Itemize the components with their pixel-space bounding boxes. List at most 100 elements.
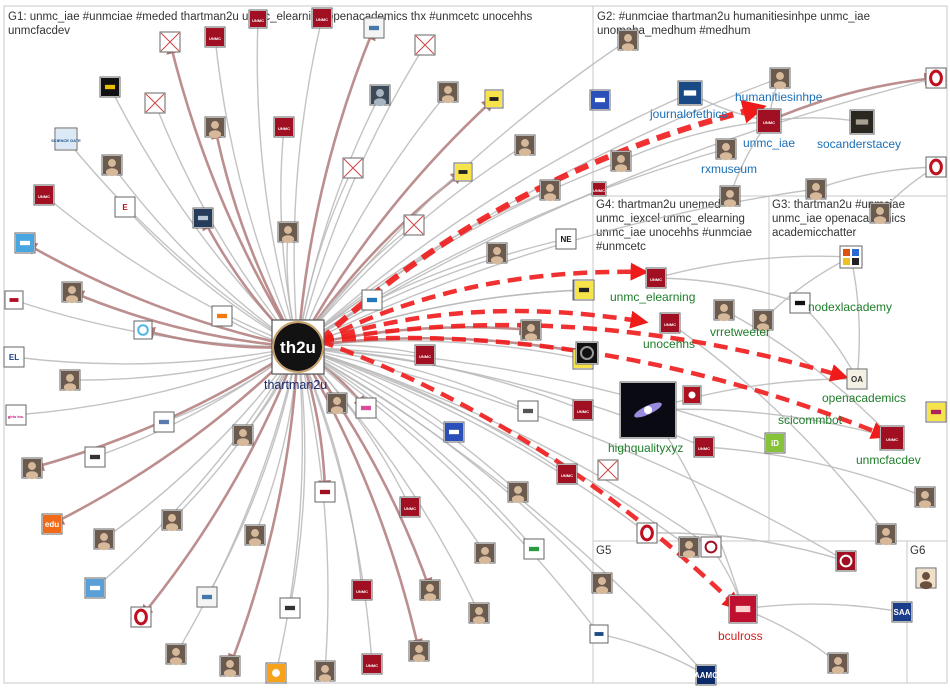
- node-photo[interactable]: [828, 653, 848, 674]
- node-photo[interactable]: [22, 458, 42, 479]
- node-unmc[interactable]: UNMC: [415, 345, 435, 365]
- node-photo[interactable]: [469, 603, 489, 624]
- node-bluebox[interactable]: [154, 412, 174, 432]
- node-shape[interactable]: [280, 598, 300, 618]
- node-unmc[interactable]: UNMC: [274, 117, 294, 137]
- node-photo[interactable]: [438, 82, 458, 103]
- node-photo2[interactable]: [370, 85, 390, 106]
- node-photo[interactable]: [166, 644, 186, 665]
- node-unmc[interactable]: UNMC: [660, 313, 680, 333]
- node-id[interactable]: iD: [765, 433, 785, 453]
- node-yellow[interactable]: [574, 280, 594, 300]
- node-unmc[interactable]: UNMC: [312, 8, 332, 28]
- node-unmc[interactable]: UNMC: [694, 437, 714, 457]
- node-seal[interactable]: [701, 537, 721, 557]
- node-a[interactable]: [790, 293, 810, 313]
- node-unmc[interactable]: UNMC: [646, 268, 666, 288]
- node-x[interactable]: [160, 32, 180, 52]
- node-face[interactable]: [916, 568, 936, 589]
- node-shield[interactable]: [315, 482, 335, 502]
- node-photo[interactable]: [94, 529, 114, 550]
- node-photo[interactable]: [720, 186, 740, 207]
- node-photo[interactable]: [876, 524, 896, 545]
- node-o[interactable]: [637, 523, 657, 543]
- node-bird[interactable]: [524, 539, 544, 559]
- node-photo[interactable]: [278, 222, 298, 243]
- node-x[interactable]: [415, 35, 435, 55]
- node-galaxy[interactable]: [620, 382, 676, 438]
- node-unmc[interactable]: UNMC: [573, 400, 593, 420]
- node-orange[interactable]: [212, 306, 232, 326]
- node-circle[interactable]: [134, 321, 152, 339]
- node-yellow[interactable]: [454, 163, 472, 181]
- node-edu[interactable]: edu: [42, 514, 62, 534]
- node-photo[interactable]: [409, 641, 429, 662]
- node-flower[interactable]: [683, 386, 701, 404]
- node-x[interactable]: [404, 215, 424, 235]
- node-wave[interactable]: [362, 290, 382, 310]
- node-saa[interactable]: SAA: [892, 602, 912, 622]
- node-banner[interactable]: [193, 208, 213, 228]
- node-doc[interactable]: [364, 18, 384, 38]
- node-photo[interactable]: [806, 179, 826, 200]
- node-photo[interactable]: [515, 135, 535, 156]
- node-photo[interactable]: [245, 525, 265, 546]
- node-science[interactable]: SCIENCE GATE: [51, 128, 81, 150]
- node-star[interactable]: [356, 398, 376, 418]
- node-blue[interactable]: [590, 90, 610, 110]
- node-photo[interactable]: [508, 482, 528, 503]
- node-name[interactable]: [590, 625, 608, 643]
- node-photo[interactable]: [475, 543, 495, 564]
- node-photo[interactable]: [162, 510, 182, 531]
- node-photo[interactable]: [592, 573, 612, 594]
- node-photo[interactable]: [315, 661, 335, 682]
- node-unmc[interactable]: UNMC: [400, 497, 420, 517]
- node-cart[interactable]: [926, 402, 946, 422]
- node-aamc[interactable]: AAMC: [694, 665, 718, 685]
- node-person[interactable]: [85, 447, 105, 467]
- node-oa[interactable]: OA: [847, 369, 867, 389]
- node-sketch[interactable]: [518, 401, 538, 421]
- node-photo[interactable]: [420, 580, 440, 601]
- node-e[interactable]: E: [115, 197, 135, 217]
- node-sun[interactable]: [266, 663, 286, 683]
- node-unmc[interactable]: UNMC: [249, 10, 267, 28]
- node-girls[interactable]: girls inc.: [6, 405, 26, 425]
- node-o[interactable]: [926, 157, 946, 177]
- node-doc[interactable]: [197, 587, 217, 607]
- node-unmc[interactable]: UNMC: [757, 109, 781, 133]
- node-unmc[interactable]: UNMC: [205, 27, 225, 47]
- node-cloud[interactable]: [15, 233, 35, 253]
- node-unmc[interactable]: UNMC: [362, 654, 382, 674]
- node-unmc[interactable]: UNMC: [880, 426, 904, 450]
- node-puzzle[interactable]: [840, 246, 862, 268]
- node-photo[interactable]: [60, 370, 80, 391]
- node-photo[interactable]: [521, 320, 541, 341]
- node-photo[interactable]: [870, 203, 890, 224]
- node-tree[interactable]: [850, 110, 874, 134]
- node-photo[interactable]: [487, 243, 507, 264]
- node-unmc[interactable]: UNMC: [557, 464, 577, 484]
- node-photo[interactable]: [62, 282, 82, 303]
- node-redc[interactable]: [836, 551, 856, 571]
- node-x[interactable]: [343, 158, 363, 178]
- node-redbig[interactable]: [729, 595, 757, 623]
- node-photo[interactable]: [205, 117, 225, 138]
- node-x[interactable]: [145, 93, 165, 113]
- node-photo[interactable]: [679, 537, 699, 558]
- node-o[interactable]: [131, 607, 151, 627]
- node-photo[interactable]: [915, 487, 935, 508]
- node-logo[interactable]: [5, 291, 23, 309]
- node-photo[interactable]: [327, 393, 347, 414]
- node-journal[interactable]: [678, 81, 702, 105]
- node-blackc[interactable]: [576, 342, 598, 364]
- node-photo[interactable]: [102, 155, 122, 176]
- node-unmc[interactable]: UNMC: [34, 185, 54, 205]
- node-photo[interactable]: [770, 68, 790, 89]
- node-photo[interactable]: [714, 300, 734, 321]
- node-photo[interactable]: [540, 180, 560, 201]
- hub-node[interactable]: th2u: [272, 320, 324, 374]
- node-x[interactable]: [598, 460, 618, 480]
- node-o[interactable]: [926, 68, 946, 88]
- node-blue[interactable]: [444, 422, 464, 442]
